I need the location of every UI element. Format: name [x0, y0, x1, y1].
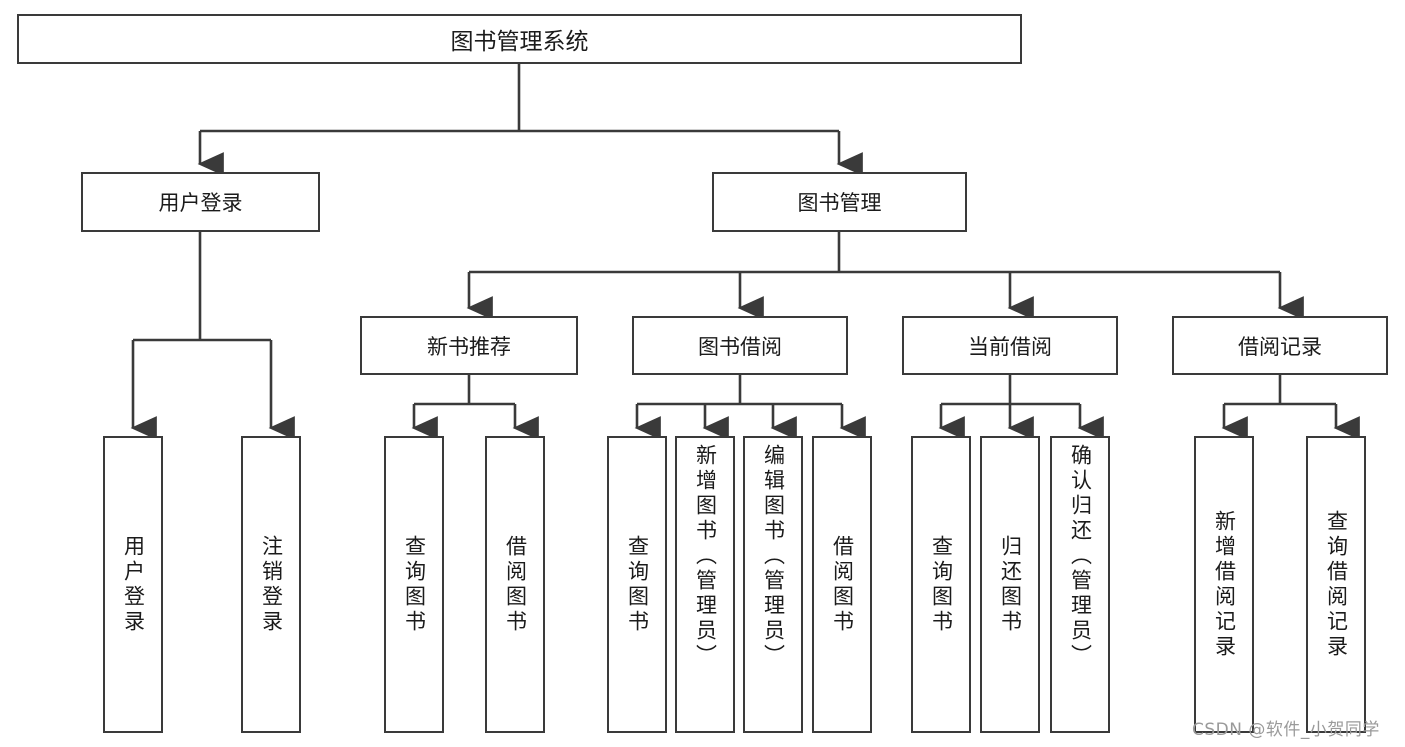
leaf-new-book-query[interactable]: 查询图书: [384, 436, 444, 733]
node-label: 查询借阅记录: [1324, 509, 1349, 660]
node-borrow-record[interactable]: 借阅记录: [1172, 316, 1388, 375]
leaf-borrow-record-query[interactable]: 查询借阅记录: [1306, 436, 1366, 733]
leaf-borrow-record-add[interactable]: 新增借阅记录: [1194, 436, 1254, 733]
node-label: 注销登录: [259, 534, 284, 635]
node-user-login[interactable]: 用户登录: [81, 172, 320, 232]
node-label: 新增图书（管理员）: [693, 444, 718, 669]
node-current-borrow[interactable]: 当前借阅: [902, 316, 1118, 375]
node-root-system[interactable]: 图书管理系统: [17, 14, 1022, 64]
leaf-book-borrow-query[interactable]: 查询图书: [607, 436, 667, 733]
node-label: 用户登录: [158, 191, 243, 215]
leaf-book-borrow-edit[interactable]: 编辑图书（管理员）: [743, 436, 803, 733]
node-label: 新增借阅记录: [1212, 509, 1237, 660]
node-label: 用户登录: [121, 534, 146, 635]
leaf-current-borrow-return[interactable]: 归还图书: [980, 436, 1040, 733]
node-label: 查询图书: [625, 534, 650, 635]
leaf-current-borrow-confirm-return[interactable]: 确认归还（管理员）: [1050, 436, 1110, 733]
node-label: 借阅图书: [830, 534, 855, 635]
node-label: 查询图书: [402, 534, 427, 635]
leaf-book-borrow-borrow[interactable]: 借阅图书: [812, 436, 872, 733]
node-label: 图书借阅: [698, 334, 782, 359]
node-book-borrow[interactable]: 图书借阅: [632, 316, 848, 375]
node-new-book-recommend[interactable]: 新书推荐: [360, 316, 578, 375]
node-label: 当前借阅: [968, 334, 1052, 359]
leaf-book-borrow-add[interactable]: 新增图书（管理员）: [675, 436, 735, 733]
node-label: 借阅记录: [1238, 334, 1322, 359]
leaf-current-borrow-query[interactable]: 查询图书: [911, 436, 971, 733]
node-label: 编辑图书（管理员）: [761, 444, 786, 669]
leaf-user-login-login[interactable]: 用户登录: [103, 436, 163, 733]
node-label: 图书管理系统: [450, 29, 589, 55]
node-label: 确认归还（管理员）: [1068, 444, 1093, 669]
node-label: 借阅图书: [503, 534, 528, 635]
csdn-watermark: CSDN @软件_小贺同学: [1192, 720, 1380, 740]
node-label: 图书管理: [797, 191, 882, 215]
leaf-new-book-borrow[interactable]: 借阅图书: [485, 436, 545, 733]
leaf-user-login-logout[interactable]: 注销登录: [241, 436, 301, 733]
node-label: 新书推荐: [427, 334, 511, 359]
node-label: 归还图书: [998, 534, 1023, 635]
node-label: 查询图书: [929, 534, 954, 635]
node-book-management[interactable]: 图书管理: [712, 172, 967, 232]
